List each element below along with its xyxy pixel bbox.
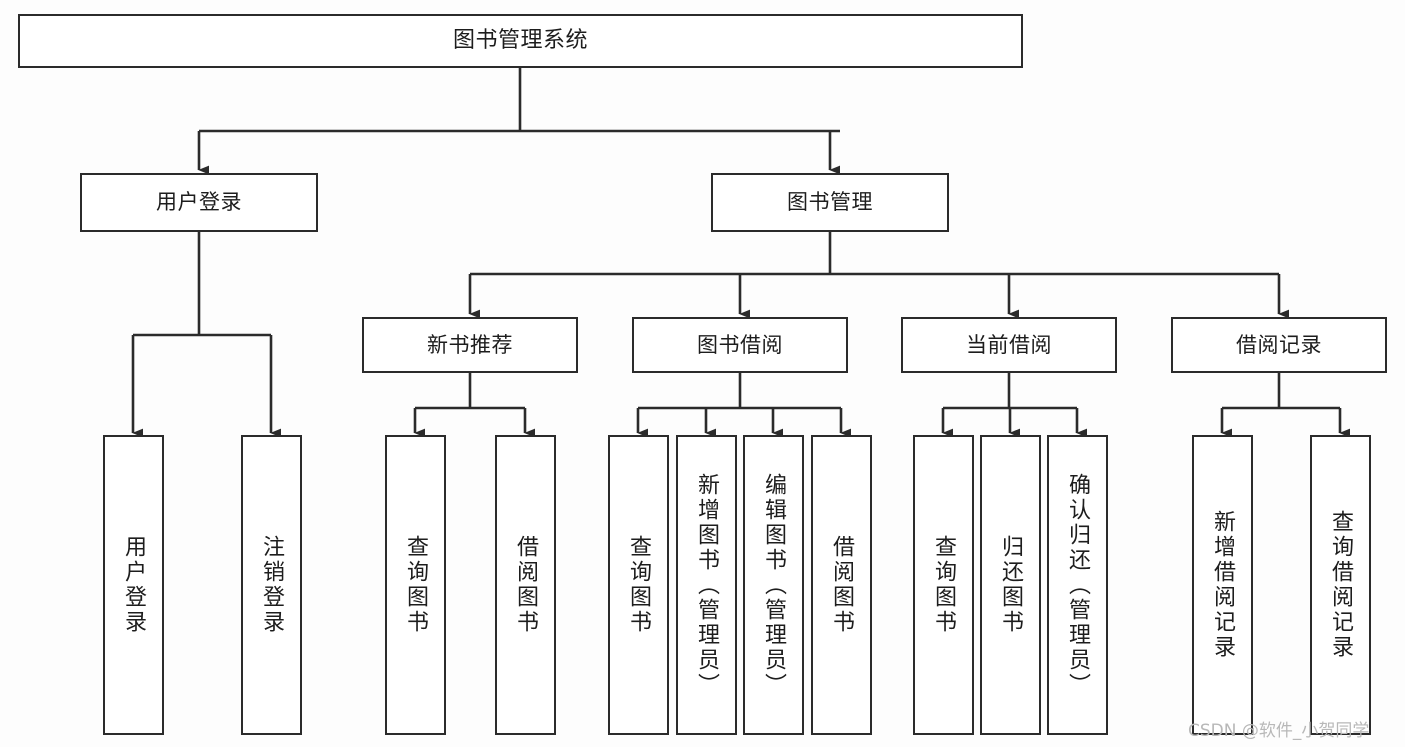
node-user-login-label: 用户登录	[156, 190, 242, 215]
node-leaf-add-book-label: 新增图书（管理员）	[694, 472, 720, 698]
node-leaf-rec-query-book[interactable]: 查询图书	[385, 435, 446, 735]
node-leaf-add-book[interactable]: 新增图书（管理员）	[676, 435, 737, 735]
node-user-login[interactable]: 用户登录	[80, 173, 318, 232]
node-leaf-cur-query-book-label: 查询图书	[931, 535, 957, 635]
node-leaf-logout[interactable]: 注销登录	[241, 435, 302, 735]
node-leaf-edit-book-label: 编辑图书（管理员）	[761, 472, 787, 698]
node-root[interactable]: 图书管理系统	[18, 14, 1023, 68]
node-leaf-borrow-book-label: 借阅图书	[829, 535, 855, 635]
node-leaf-rec-borrow-book-label: 借阅图书	[513, 535, 539, 635]
node-root-label: 图书管理系统	[452, 28, 588, 54]
node-leaf-add-record[interactable]: 新增借阅记录	[1192, 435, 1253, 735]
node-book-borrow-label: 图书借阅	[697, 332, 783, 357]
node-leaf-return-book-label: 归还图书	[998, 535, 1024, 635]
node-leaf-add-record-label: 新增借阅记录	[1210, 510, 1236, 660]
node-leaf-query-record[interactable]: 查询借阅记录	[1310, 435, 1371, 735]
node-new-book-recommend-label: 新书推荐	[427, 332, 513, 357]
node-book-manage-label: 图书管理	[787, 190, 873, 215]
node-current-borrow-label: 当前借阅	[966, 332, 1052, 357]
node-borrow-record-label: 借阅记录	[1236, 332, 1322, 357]
node-leaf-confirm-return-label: 确认归还（管理员）	[1065, 472, 1091, 698]
node-leaf-borrow-query-book[interactable]: 查询图书	[608, 435, 669, 735]
node-leaf-rec-borrow-book[interactable]: 借阅图书	[495, 435, 556, 735]
node-new-book-recommend[interactable]: 新书推荐	[362, 317, 578, 373]
node-borrow-record[interactable]: 借阅记录	[1171, 317, 1387, 373]
node-leaf-borrow-query-book-label: 查询图书	[626, 535, 652, 635]
node-leaf-query-record-label: 查询借阅记录	[1328, 510, 1354, 660]
csdn-watermark: CSDN @软件_小贺同学	[1188, 721, 1370, 741]
node-leaf-rec-query-book-label: 查询图书	[403, 535, 429, 635]
node-leaf-user-login-label: 用户登录	[121, 535, 147, 635]
node-book-manage[interactable]: 图书管理	[711, 173, 949, 232]
node-leaf-logout-label: 注销登录	[259, 535, 285, 635]
node-leaf-edit-book[interactable]: 编辑图书（管理员）	[743, 435, 804, 735]
node-leaf-borrow-book[interactable]: 借阅图书	[811, 435, 872, 735]
node-leaf-return-book[interactable]: 归还图书	[980, 435, 1041, 735]
node-leaf-user-login[interactable]: 用户登录	[103, 435, 164, 735]
node-leaf-confirm-return[interactable]: 确认归还（管理员）	[1047, 435, 1108, 735]
node-book-borrow[interactable]: 图书借阅	[632, 317, 848, 373]
node-current-borrow[interactable]: 当前借阅	[901, 317, 1117, 373]
node-leaf-cur-query-book[interactable]: 查询图书	[913, 435, 974, 735]
